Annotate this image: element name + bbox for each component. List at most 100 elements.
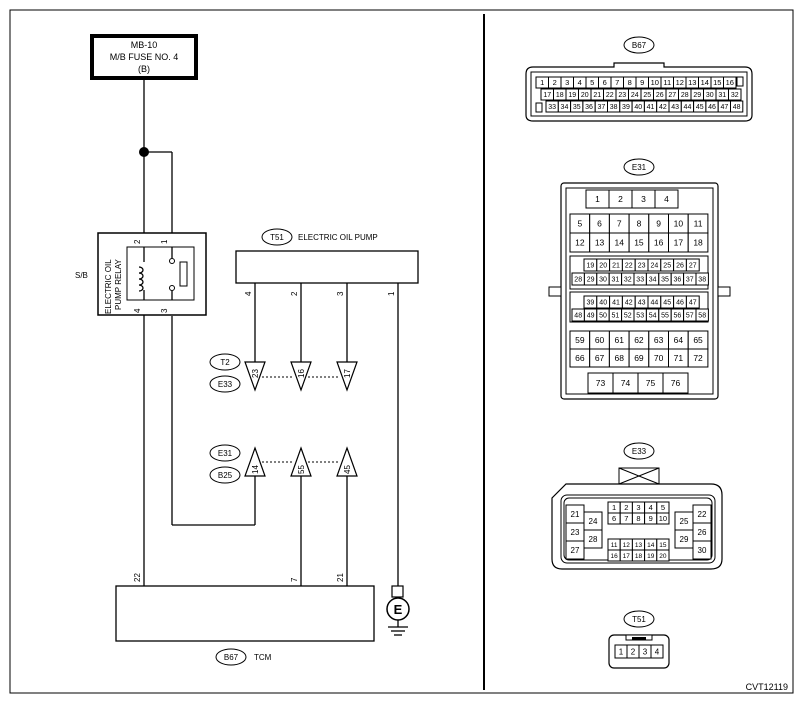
ground-label: E xyxy=(394,602,403,617)
pin-number: 43 xyxy=(671,104,679,111)
pin-number: 38 xyxy=(610,104,618,111)
joint1-lower-id: E33 xyxy=(218,380,233,389)
terminal-icon xyxy=(290,361,312,392)
pin-number: 71 xyxy=(674,353,684,363)
pin-number: 11 xyxy=(663,78,671,87)
relay-pin-3: 3 xyxy=(160,308,169,313)
fuse-box: MB-10 M/B FUSE NO. 4 (B) xyxy=(90,34,198,80)
pin-number: 34 xyxy=(561,104,569,111)
pin-number: 14 xyxy=(701,78,709,87)
pin-number: 34 xyxy=(649,277,657,284)
oil-pump-relay: S/B ELECTRIC OIL PUMP RELAY 2 1 4 3 xyxy=(75,232,207,316)
pin-number: 1 xyxy=(612,503,616,512)
pin-number: 45 xyxy=(696,104,704,111)
pin-number: 60 xyxy=(595,335,605,345)
pin-number: 27 xyxy=(668,92,676,99)
pin-number: 20 xyxy=(659,553,667,560)
tcm-pin-22: 22 xyxy=(133,573,142,582)
pin-number: 29 xyxy=(587,277,595,284)
pin-number: 29 xyxy=(680,535,689,544)
pin-number: 55 xyxy=(661,313,669,320)
pin-number: 16 xyxy=(610,553,618,560)
pin-number: 21 xyxy=(593,92,601,99)
pin-number: 17 xyxy=(674,238,684,248)
pin-cell xyxy=(685,258,700,272)
pin-number: 22 xyxy=(606,92,614,99)
pump-pin-4: 4 xyxy=(244,291,253,296)
pin-number: 5 xyxy=(590,78,594,87)
fuse-name: M/B FUSE NO. 4 xyxy=(110,52,179,62)
ground-symbol: E xyxy=(386,585,410,636)
joint1-pin-16: 16 xyxy=(297,369,306,378)
pin-cell xyxy=(685,295,700,309)
pin-number: 16 xyxy=(726,78,734,87)
pin-number: 28 xyxy=(681,92,689,99)
pin-number: 18 xyxy=(556,92,564,99)
pin-number: 30 xyxy=(698,546,707,555)
pin-number: 6 xyxy=(612,514,616,523)
pin-number: 12 xyxy=(623,542,631,549)
pin-number: 12 xyxy=(575,238,585,248)
pin-number: 35 xyxy=(661,277,669,284)
pin-number: 65 xyxy=(693,335,703,345)
pin-number: 5 xyxy=(577,219,582,229)
pin-number: 27 xyxy=(689,263,697,270)
pump-connector-id: T51 xyxy=(270,233,284,242)
pump-pin-1: 1 xyxy=(387,291,396,296)
pin-number: 36 xyxy=(585,104,593,111)
pin-number: 13 xyxy=(688,78,696,87)
pin-number: 8 xyxy=(637,219,642,229)
pin-number: 31 xyxy=(718,92,726,99)
pin-number: 24 xyxy=(589,517,598,526)
pin-number: 9 xyxy=(649,514,653,523)
pin-number: 28 xyxy=(589,535,598,544)
pin-cell xyxy=(695,272,709,286)
pin-number: 23 xyxy=(618,92,626,99)
e31-title: E31 xyxy=(632,163,647,172)
pin-number: 4 xyxy=(649,503,653,512)
pin-cell xyxy=(650,644,664,659)
pin-number: 75 xyxy=(646,378,656,388)
pin-number: 25 xyxy=(680,517,689,526)
pin-number: 10 xyxy=(659,514,667,523)
pin-cell xyxy=(583,529,603,549)
pin-cell xyxy=(723,76,737,89)
pin-cell xyxy=(674,529,694,549)
pin-number: 41 xyxy=(612,300,620,307)
pin-number: 18 xyxy=(693,238,703,248)
relay-switch-icon xyxy=(179,261,188,287)
pin-cell xyxy=(656,549,670,562)
joint2-upper-id: E31 xyxy=(218,449,233,458)
pump-name: ELECTRIC OIL PUMP xyxy=(298,233,378,242)
pin-number: 43 xyxy=(638,300,646,307)
pin-cell xyxy=(565,540,585,560)
pin-number: 26 xyxy=(698,528,707,537)
pin-number: 9 xyxy=(640,78,644,87)
pin-number: 3 xyxy=(641,194,646,204)
joint-connector-e31-b25: E31 B25 14 55 45 xyxy=(209,444,358,484)
relay-pin-1: 1 xyxy=(160,239,169,244)
pin-number: 13 xyxy=(635,542,643,549)
pin-number: 32 xyxy=(731,92,739,99)
pin-number: 50 xyxy=(599,313,607,320)
pin-number: 23 xyxy=(638,263,646,270)
pin-number: 4 xyxy=(664,194,669,204)
pin-number: 6 xyxy=(597,219,602,229)
pin-number: 3 xyxy=(636,503,640,512)
pin-number: 3 xyxy=(643,647,648,656)
pin-number: 30 xyxy=(599,277,607,284)
pin-cell xyxy=(656,512,670,525)
pin-number: 47 xyxy=(720,104,728,111)
pin-number: 40 xyxy=(599,300,607,307)
pin-number: 29 xyxy=(693,92,701,99)
relay-coil-icon xyxy=(138,266,144,292)
pin-number: 64 xyxy=(674,335,684,345)
pin-number: 4 xyxy=(578,78,582,87)
pin-number: 25 xyxy=(643,92,651,99)
terminal-icon xyxy=(336,446,358,477)
pin-number: 58 xyxy=(698,313,706,320)
pin-number: 17 xyxy=(543,92,551,99)
